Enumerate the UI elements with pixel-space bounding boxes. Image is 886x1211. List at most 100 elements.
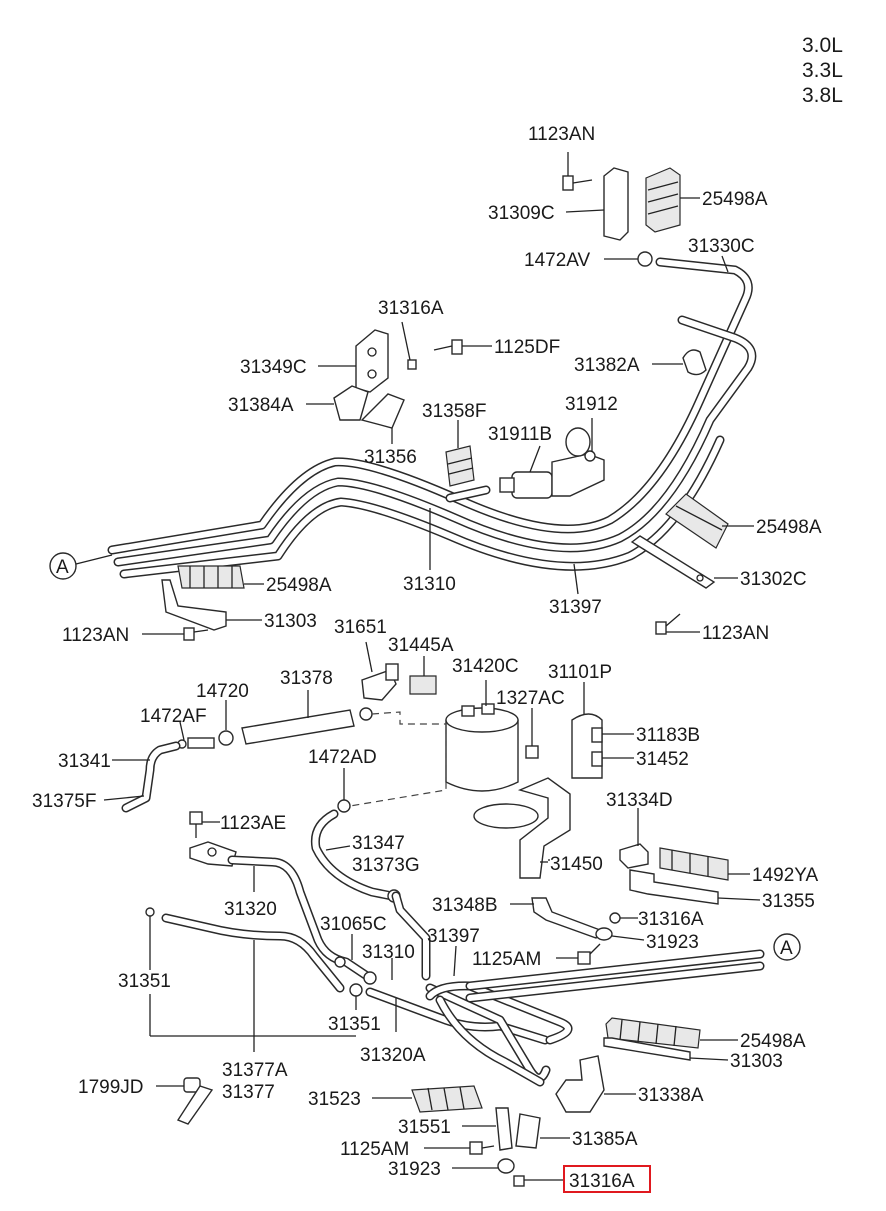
- clamp-1472ad: 1472AD: [308, 747, 377, 813]
- label-31385a: 31385A: [572, 1129, 638, 1150]
- label-1123an-left: 1123AN: [62, 625, 129, 646]
- bracket-31450: 31450: [473, 777, 603, 879]
- label-31303-bottom: 31303: [730, 1051, 783, 1072]
- clip-31523: 31523: [308, 1085, 483, 1113]
- label-31378: 31378: [280, 668, 333, 689]
- valve-31651: 31651: [334, 617, 399, 701]
- clip-25498a-right: 25498A: [665, 493, 822, 549]
- reference-marker-a-left: A: [49, 552, 113, 580]
- label-31373g: 31373G: [352, 855, 420, 876]
- label-25498a-left: 25498A: [266, 575, 332, 596]
- label-14720: 14720: [196, 681, 249, 702]
- label-1327ac: 1327AC: [496, 688, 565, 709]
- clamp-1472av: 1472AV: [524, 250, 653, 271]
- bracket-31303-bottom: 31303: [603, 1037, 783, 1072]
- reference-marker-a-left-label: A: [56, 557, 69, 578]
- label-1492ya: 1492YA: [752, 865, 819, 886]
- label-31445a: 31445A: [388, 635, 454, 656]
- label-31310-bottom: 31310: [362, 942, 415, 963]
- label-31334d: 31334D: [606, 790, 673, 811]
- lower-fuel-pipe-bundle: [365, 891, 765, 1087]
- bracket-31348b: 31348B: [432, 895, 601, 939]
- label-31347: 31347: [352, 833, 405, 854]
- bolt-1123an-right: 1123AN: [655, 613, 769, 644]
- label-31320a: 31320A: [360, 1045, 426, 1066]
- bolt-1125am-bottom: 1125AM: [340, 1139, 495, 1160]
- label-31349c: 31349C: [240, 357, 307, 378]
- engine-label-3: 3.8L: [802, 84, 843, 107]
- label-31316a-bottom[interactable]: 31316A: [569, 1171, 635, 1192]
- label-31420c: 31420C: [452, 656, 519, 677]
- bracket-31303-left: 31303: [161, 579, 317, 632]
- label-31330c: 31330C: [688, 236, 755, 257]
- bracket-31338a: 31338A: [555, 1055, 704, 1113]
- label-31183b: 31183B: [636, 725, 700, 746]
- label-1125am-mid: 1125AM: [472, 949, 541, 970]
- bracket-31551: 31551: [398, 1107, 513, 1151]
- label-1125df: 1125DF: [494, 337, 560, 358]
- label-25498a-top: 25498A: [702, 189, 768, 210]
- clip-25498a-bottom: 25498A: [605, 1017, 806, 1052]
- label-31101p: 31101P: [548, 662, 612, 683]
- engine-label-1: 3.0L: [802, 34, 843, 57]
- reference-marker-a-right: A: [773, 933, 801, 961]
- label-31310-top: 31310: [403, 574, 456, 595]
- label-31356: 31356: [364, 447, 417, 468]
- bolt-1125am-mid: 1125AM: [472, 943, 601, 970]
- label-31923-mid: 31923: [646, 932, 699, 953]
- engine-variants: 3.0L 3.3L 3.8L: [802, 34, 843, 107]
- bolt-1123an-left: 1123AN: [62, 625, 209, 646]
- nut-1327ac: 1327AC: [496, 688, 565, 759]
- label-31338a: 31338A: [638, 1085, 704, 1106]
- label-31384a: 31384A: [228, 395, 294, 416]
- bolt-1123ae: 1123AE: [189, 811, 286, 838]
- label-31651: 31651: [334, 617, 387, 638]
- tie-1799jd: 1799JD: [78, 1077, 214, 1125]
- label-31923-bottom: 31923: [388, 1159, 441, 1180]
- clamp-14720: 14720: [196, 681, 249, 746]
- label-31911b: 31911B: [488, 424, 552, 445]
- label-1123an-right: 1123AN: [702, 623, 769, 644]
- hose-31445a: 31445A: [388, 635, 454, 695]
- label-31341: 31341: [58, 751, 111, 772]
- washer-31923-mid: 31923: [595, 927, 699, 953]
- clip-25498a-top: 25498A: [645, 167, 768, 233]
- label-31377a: 31377A: [222, 1060, 288, 1081]
- label-1125am-bottom: 1125AM: [340, 1139, 409, 1160]
- bolt-1125df: 1125DF: [433, 337, 560, 358]
- label-31397-top: 31397: [549, 597, 602, 618]
- pipe-31341: 31341 31375F: [32, 741, 181, 813]
- label-31523: 31523: [308, 1089, 361, 1110]
- valve-31911b: 31911B 31912: [488, 394, 618, 499]
- label-31452: 31452: [636, 749, 689, 770]
- label-25498a-bottom: 25498A: [740, 1031, 806, 1052]
- label-31450: 31450: [550, 854, 603, 875]
- label-31382a: 31382A: [574, 355, 640, 376]
- label-1123an-top: 1123AN: [528, 124, 595, 145]
- clip-31385a: 31385A: [515, 1113, 638, 1150]
- label-1123ae: 1123AE: [220, 813, 286, 834]
- label-25498a-right: 25498A: [756, 517, 822, 538]
- hose-31378: 31378: [241, 668, 355, 745]
- reference-marker-a-right-label: A: [780, 938, 793, 959]
- label-31351-right: 31351: [328, 1014, 381, 1035]
- label-31377: 31377: [222, 1082, 275, 1103]
- label-31348b: 31348B: [432, 895, 498, 916]
- label-31302c: 31302C: [740, 569, 807, 590]
- label-1472ad: 1472AD: [308, 747, 377, 768]
- engine-label-2: 3.3L: [802, 59, 843, 82]
- label-1472av: 1472AV: [524, 250, 591, 271]
- pipe-31377: 31351 31351 31377A 31377: [118, 907, 381, 1103]
- label-31303-left: 31303: [264, 611, 317, 632]
- label-1799jd: 1799JD: [78, 1077, 144, 1098]
- clip-31334d: 31334D: [606, 790, 673, 869]
- label-31320: 31320: [224, 899, 277, 920]
- clip-25498a-left: 25498A: [177, 565, 332, 596]
- nut-31316a-bottom[interactable]: 31316A: [513, 1165, 651, 1193]
- clip-31358f: 31358F: [422, 401, 486, 487]
- label-31375f: 31375F: [32, 791, 96, 812]
- label-31309c: 31309C: [488, 203, 555, 224]
- hose-31347: 31347 31373G: [310, 809, 420, 903]
- canister-31420c: 31420C: [445, 656, 519, 792]
